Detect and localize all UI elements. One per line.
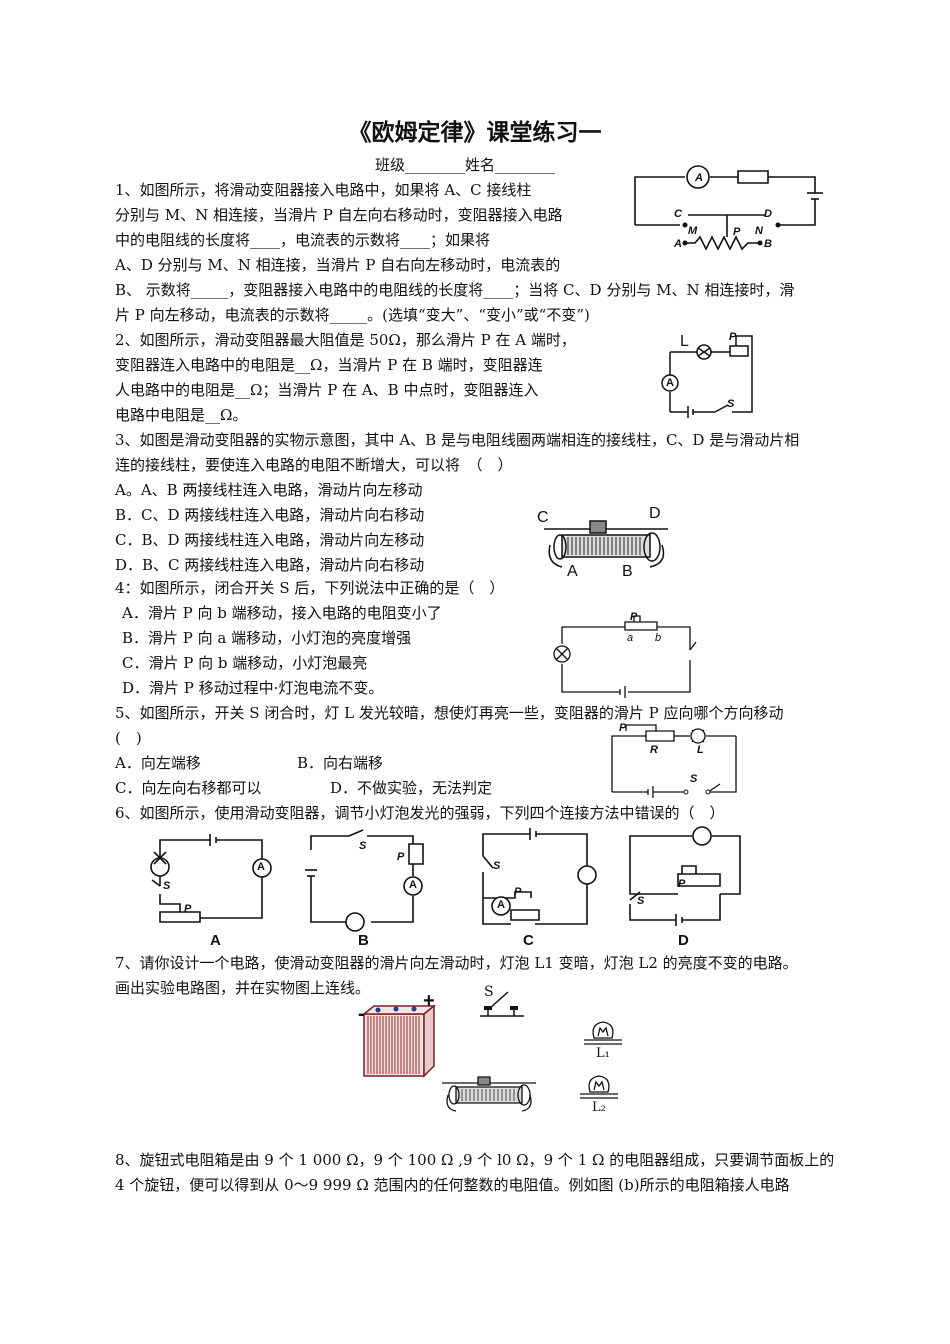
terminal-n-label: N [755, 225, 763, 237]
switch-s-label: S [727, 398, 735, 410]
q7-line: 画出实验电路图，并在实物图上连线。 [115, 979, 371, 997]
q7-line: 7、请你设计一个电路，使滑动变阻器的滑片向左滑动时，灯泡 L1 变暗，灯泡 L2… [115, 954, 798, 972]
battery-plus-label: + [423, 990, 435, 1012]
page-title: 《欧姆定律》课堂练习一 [348, 120, 602, 146]
q5-line: ( ) [115, 729, 142, 747]
q1-line: 分别与 M、N 相连接，当滑片 P 自左向右移动时，变阻器接入电路 [115, 206, 563, 224]
resistor-r-label: R [650, 744, 658, 756]
q5-option: A．向左端移 [115, 754, 201, 772]
q4-option: D．滑片 P 移动过程中·灯泡电流不变。 [122, 679, 384, 697]
q3-option: A。A、B 两接线柱连入电路，滑动片向左移动 [115, 481, 423, 499]
switch-s-label: S [359, 840, 367, 852]
option-c-label: C [523, 932, 534, 949]
q8-line: 8、旋钮式电阻箱是由 9 个 1 000 Ω，9 个 100 Ω ,9 个 l0… [115, 1151, 835, 1169]
slider-p-label: P [514, 886, 522, 898]
q3-line: 3、如图是滑动变阻器的实物示意图，其中 A、B 是与电阻线圈两端相连的接线柱，C… [115, 431, 800, 449]
option-a-label: A [210, 932, 221, 949]
q1-line: 1、如图所示，将滑动变阻器接入电路中，如果将 A、C 接线柱 [115, 181, 532, 199]
lamp-l1-label: L₁ [596, 1046, 610, 1061]
ammeter-label: A [257, 861, 265, 873]
q3-line: 连的接线柱，要使连入电路的电阻不断增大，可以将 （ ） [115, 456, 513, 474]
q2-line: 变阻器连入电路中的电阻是__Ω，当滑片 P 在 B 端时，变阻器连 [115, 356, 543, 374]
slider-p-label: P [630, 611, 638, 623]
slider-p-label: P [397, 851, 405, 863]
terminal-m-label: M [688, 225, 698, 237]
ammeter-label: A [666, 377, 674, 389]
q4-line: 4：如图所示，闭合开关 S 后，下列说法中正确的是（ ） [115, 579, 505, 597]
lamp-l-label: L [680, 333, 689, 350]
q1-line: 片 P 向左移动，电流表的示数将_____。(选填“变大”、“变小”或“不变”) [115, 306, 590, 324]
switch-s-label: S [484, 984, 494, 1000]
option-b-label: B [358, 932, 369, 949]
end-b-label: b [655, 632, 662, 644]
slider-p-label: P [184, 903, 192, 915]
q4-option: C．滑片 P 向 b 端移动，小灯泡最亮 [122, 654, 368, 672]
q3-option: D．B、C 两接线柱连入电路，滑动片向右移动 [115, 556, 425, 574]
lamp-l-label: L [697, 744, 704, 756]
question-6: 6、如图所示，使用滑动变阻器，调节小灯泡发光的强弱，下列四个连接方法中错误的（ … [115, 804, 725, 822]
terminal-c-label: C [537, 509, 549, 526]
slider-p-label: P [678, 878, 686, 890]
lamp-l2-label: L₂ [592, 1100, 606, 1115]
q5-option: B．向右端移 [297, 754, 384, 772]
terminal-d-label: D [764, 208, 772, 220]
ammeter-label: A [409, 879, 417, 891]
switch-s-label: S [637, 895, 645, 907]
switch-s-label: S [163, 880, 171, 892]
terminal-b-label: B [622, 563, 633, 580]
q4-option: A．滑片 P 向 b 端移动，接入电路的电阻变小了 [122, 604, 442, 622]
battery-minus-label: - [358, 1003, 365, 1025]
class-name-line: 班级________姓名________ [375, 156, 556, 174]
ammeter-label: A [695, 172, 703, 184]
slider-p-label: P [619, 722, 627, 734]
q2-line: 2、如图所示，滑动变阻器最大阻值是 50Ω，那么滑片 P 在 A 端时， [115, 331, 576, 349]
slider-p-label: P [733, 226, 741, 238]
q4-option: B．滑片 P 向 a 端移动，小灯泡的亮度增强 [122, 629, 412, 647]
q3-option: C．B、D 两接线柱连入电路，滑动片向左移动 [115, 531, 425, 549]
q5-line: 5、如图所示，开关 S 闭合时，灯 L 发光较暗，想使灯再亮一些，变阻器的滑片 … [115, 704, 784, 722]
switch-s-label: S [690, 773, 698, 785]
terminal-a-label: A [674, 238, 682, 250]
terminal-b-label: B [764, 238, 772, 250]
q1-line: 中的电阻线的长度将____，电流表的示数将____；如果将 [115, 231, 491, 249]
switch-s-label: S [493, 860, 501, 872]
q1-line: A、D 分别与 M、N 相连接，当滑片 P 自右向左移动时，电流表的 [115, 256, 561, 274]
q8-line: 4 个旋钮，便可以得到从 0～9 999 Ω 范围内的任何整数的电阻值。例如图 … [115, 1176, 790, 1194]
terminal-c-label: C [674, 208, 682, 220]
q2-line: 电路中电阻是__Ω。 [115, 406, 248, 424]
q1-line: B、 示数将_____，变阻器接入电路中的电阻线的长度将____；当将 C、D … [115, 281, 795, 299]
q5-option: D．不做实验，无法判定 [330, 779, 493, 797]
q3-option: B．C、D 两接线柱连入电路，滑动片向右移动 [115, 506, 425, 524]
ammeter-label: A [497, 899, 505, 911]
terminal-d-label: D [649, 505, 661, 522]
slider-p-label: P [729, 331, 737, 343]
q2-line: 人电路中的电阻是__Ω；当滑片 P 在 A、B 中点时，变阻器连入 [115, 381, 539, 399]
option-d-label: D [678, 932, 689, 949]
end-a-label: a [627, 632, 634, 644]
terminal-a-label: A [567, 563, 578, 580]
q5-option: C．向左向右移都可以 [115, 779, 262, 797]
